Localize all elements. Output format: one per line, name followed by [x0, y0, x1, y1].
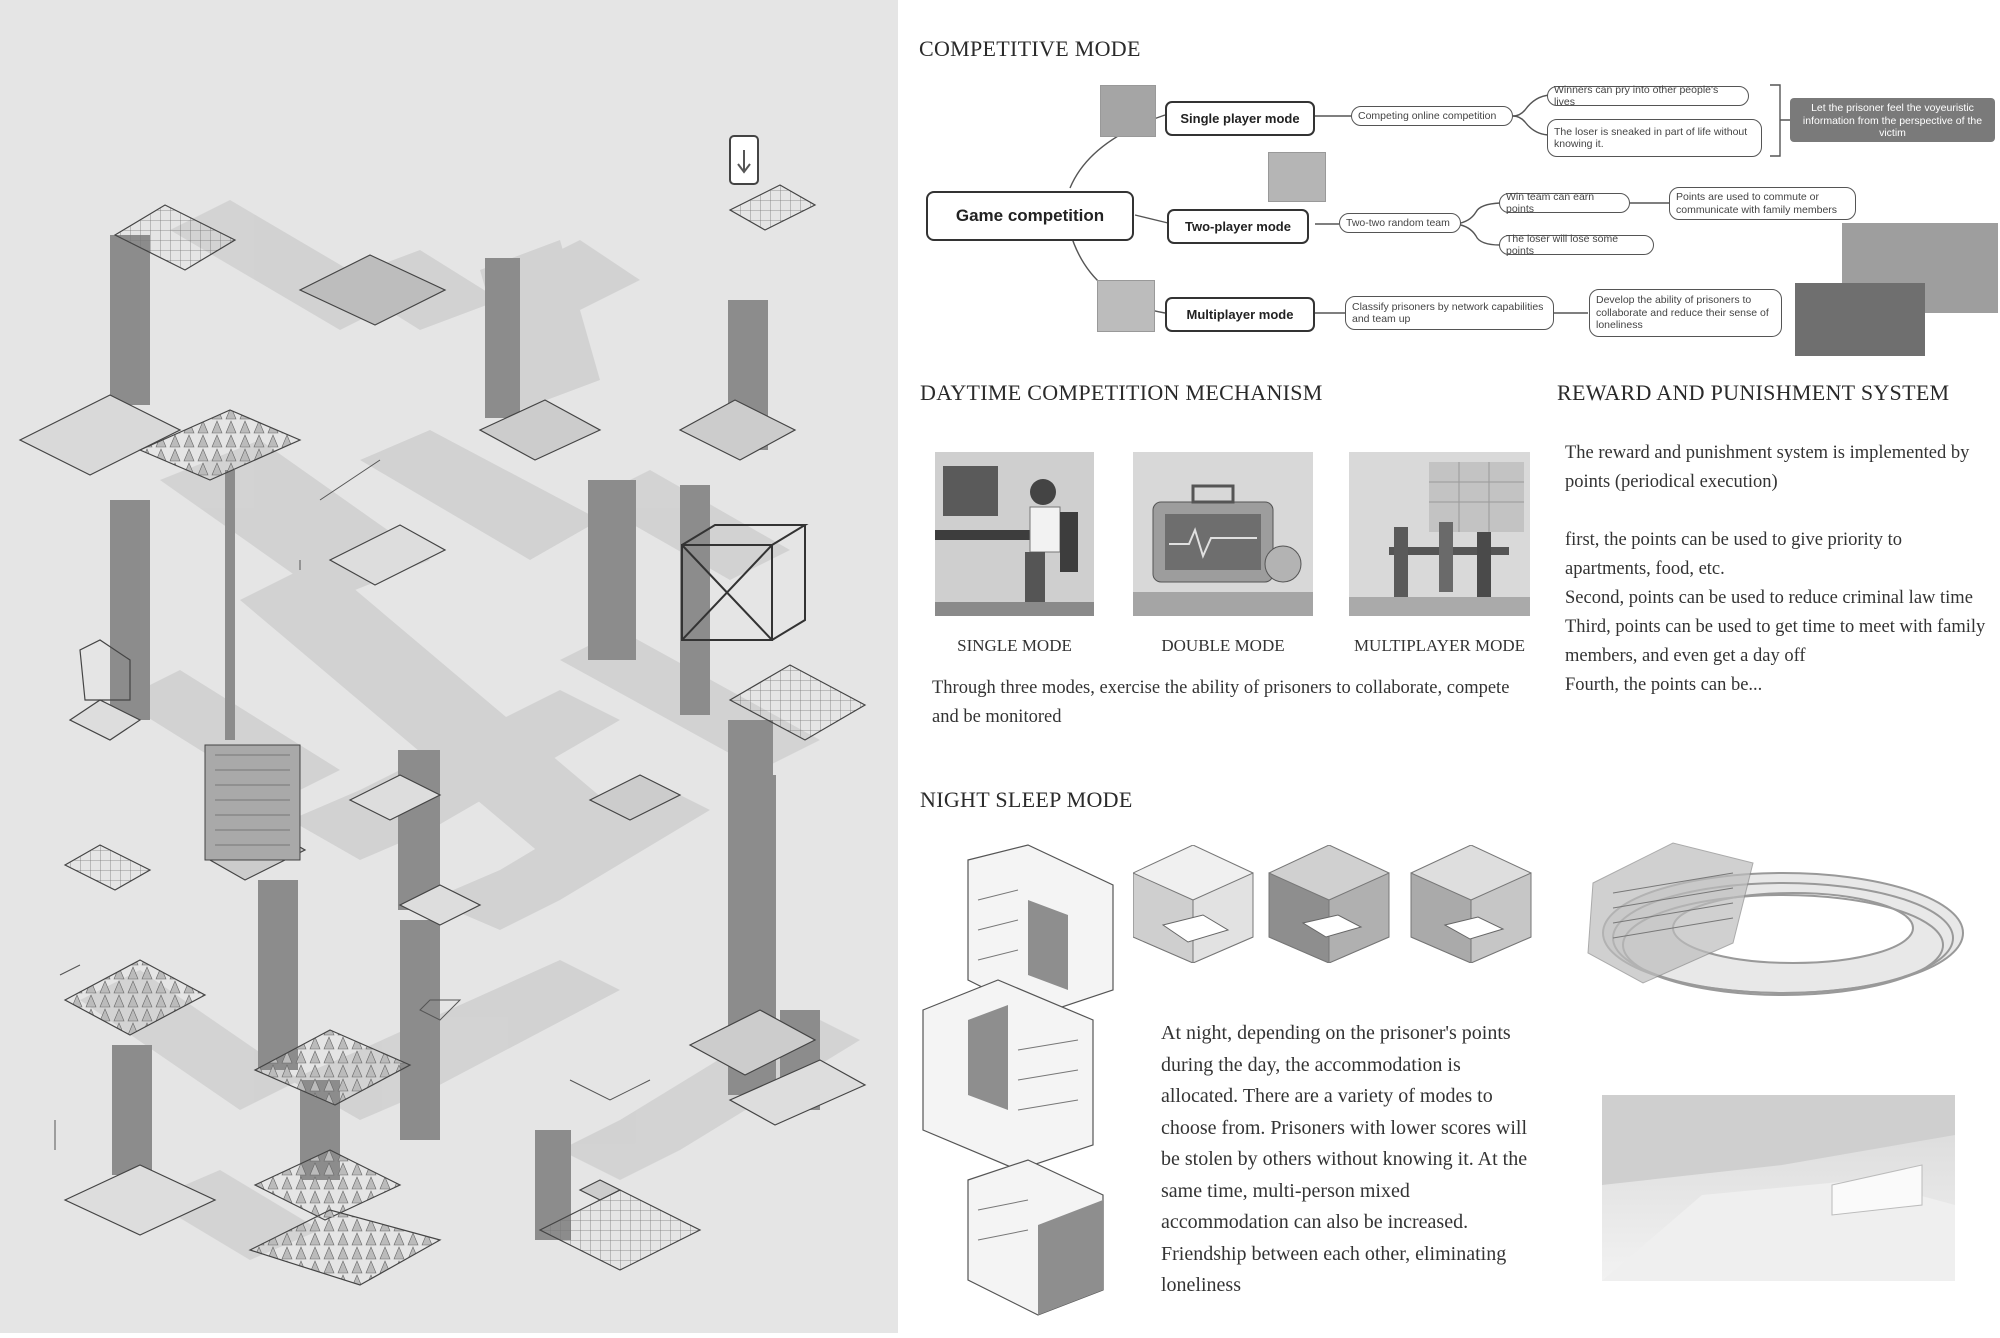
- mindmap-two-outcome-lose: The loser will lose some points: [1499, 233, 1654, 257]
- double-mode-illustration: [1133, 452, 1313, 616]
- hand-phone-icon: [729, 135, 759, 185]
- interior-render: [1602, 1095, 1955, 1281]
- mindmap-two-points-use: Points are used to commute or communicat…: [1669, 187, 1856, 220]
- mindmap-root-game-competition: Game competition: [926, 191, 1134, 241]
- frame-cube: [681, 524, 809, 641]
- mindmap-single-player-mode: Single player mode: [1165, 101, 1315, 136]
- isometric-dorm-sections: [922, 844, 1114, 1316]
- reward-line-1: The reward and punishment system is impl…: [1565, 443, 1970, 492]
- reward-line-4: Third, points can be used to get time to…: [1565, 617, 1986, 666]
- isometric-prison-structure-drawing: [18, 135, 867, 1286]
- competitive-mode-heading: COMPETITIVE MODE: [919, 36, 1141, 61]
- reward-description: The reward and punishment system is impl…: [1565, 439, 1990, 700]
- mindmap-single-outcome-loser: The loser is sneaked in part of life wit…: [1547, 119, 1762, 157]
- two-player-thumbnail: [1268, 152, 1326, 202]
- reward-line-5: Fourth, the points can be...: [1565, 675, 1763, 695]
- mindmap-single-detail: Competing online competition: [1351, 106, 1513, 126]
- caption-multiplayer-mode: MULTIPLAYER MODE: [1353, 636, 1526, 655]
- ring-building-render: [1587, 842, 1964, 996]
- classroom-illustration-thumbnail: [1795, 283, 1925, 356]
- daytime-competition-heading: DAYTIME COMPETITION MECHANISM: [920, 380, 1323, 405]
- daytime-description: Through three modes, exercise the abilit…: [932, 678, 1510, 727]
- single-mode-illustration: [935, 452, 1094, 616]
- multiplayer-thumbnail: [1097, 280, 1155, 332]
- mindmap-multiplayer-mode: Multiplayer mode: [1165, 297, 1315, 332]
- single-mode-thumbnail: [1100, 85, 1156, 137]
- caption-double-mode: DOUBLE MODE: [1161, 636, 1285, 655]
- mindmap-single-note: Let the prisoner feel the voyeuristic in…: [1790, 98, 1995, 142]
- reward-line-blank: [1565, 497, 1990, 526]
- night-description: At night, depending on the prisoner's po…: [1161, 1022, 1528, 1296]
- mindmap-two-detail: Two-two random team: [1339, 213, 1461, 233]
- multiplayer-mode-illustration: [1349, 452, 1530, 616]
- mindmap-two-outcome-win: Win team can earn points: [1499, 191, 1630, 215]
- night-sleep-heading: NIGHT SLEEP MODE: [920, 787, 1133, 812]
- mindmap-single-outcome-winners: Winners can pry into other people's live…: [1547, 84, 1749, 108]
- mindmap-two-player-mode: Two-player mode: [1167, 209, 1309, 244]
- hexagon-bedroom-icons: [1133, 845, 1532, 963]
- reward-line-2: first, the points can be used to give pr…: [1565, 530, 1903, 579]
- isometric-axonometric-panel: [0, 0, 898, 1333]
- tower-building: [204, 744, 301, 861]
- caption-single-mode: SINGLE MODE: [957, 636, 1072, 655]
- mindmap-multi-detail: Classify prisoners by network capabiliti…: [1345, 296, 1554, 330]
- reward-line-3: Second, points can be used to reduce cri…: [1565, 588, 1973, 608]
- reward-punishment-heading: REWARD AND PUNISHMENT SYSTEM: [1557, 380, 1950, 405]
- mindmap-multi-outcome: Develop the ability of prisoners to coll…: [1589, 289, 1782, 337]
- platforms: [18, 184, 867, 1286]
